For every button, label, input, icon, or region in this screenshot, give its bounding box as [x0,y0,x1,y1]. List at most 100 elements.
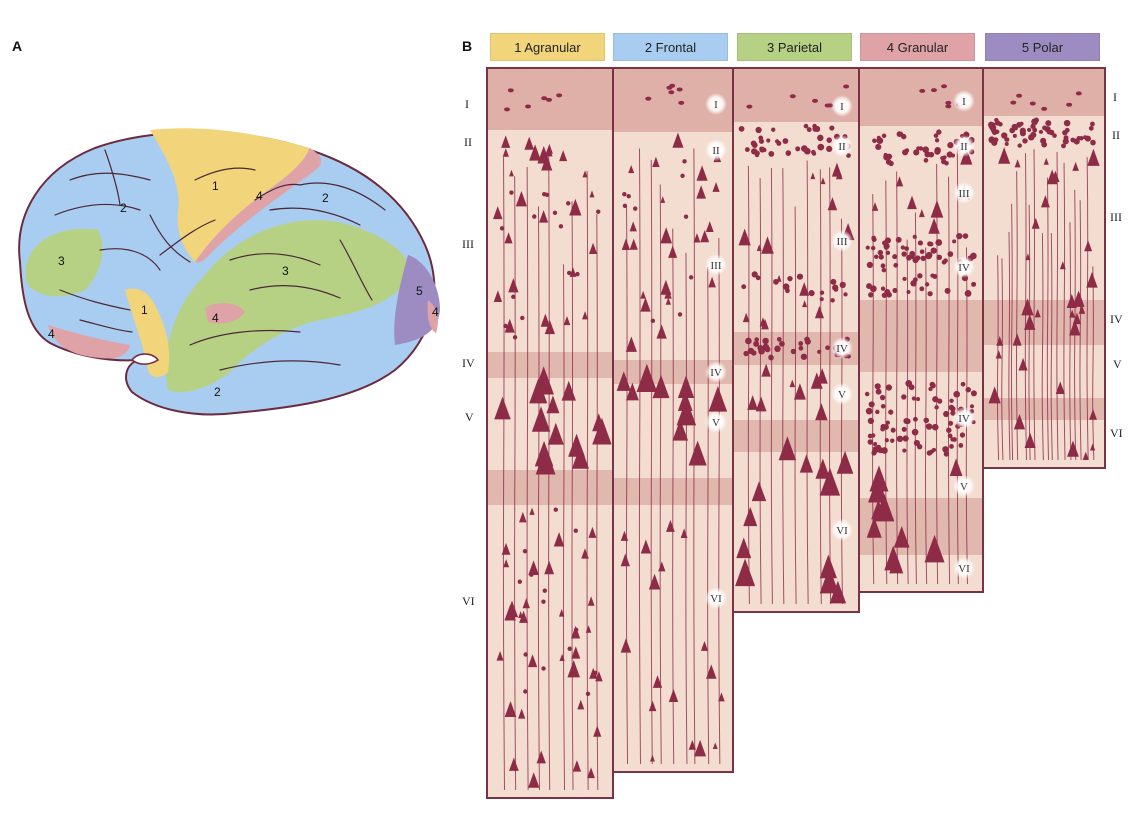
pyramidal-cell [524,136,535,150]
pyramidal-cell [519,511,527,523]
pyramidal-cell [540,313,551,327]
granule-cell [901,426,907,432]
pyramidal-cell [587,767,595,779]
pyramidal-cell [559,653,565,661]
granule-cell [880,426,886,432]
granule-cell [890,438,895,443]
pyramidal-cell [1031,217,1040,229]
pyramidal-cell [816,368,828,384]
pyramidal-cell [496,650,504,661]
pyramidal-cell [588,242,598,254]
pyramidal-cell [866,517,882,538]
granule-cell [819,290,825,295]
left-layer-iv: IV [462,356,475,370]
granular-label-v: V [960,481,968,493]
pyramidal-cell [874,493,895,522]
pyramidal-cell [815,458,831,479]
granule-cell [864,391,870,397]
pyramidal-cell [593,725,602,737]
pyramidal-cell [592,413,606,432]
cell-dot [678,100,685,105]
granule-cell [866,283,873,290]
fiber [1063,162,1066,461]
pyramidal-cell [718,692,725,702]
granule-cell [962,233,969,239]
pyramidal-cell [1024,432,1036,448]
cell-dot [626,194,631,199]
fiber [650,159,653,765]
fiber [672,228,675,765]
right-layer-iv: IV [1110,312,1123,326]
granule-cell [1044,126,1051,133]
granule-cell [753,340,760,347]
pyramidal-cell [778,436,797,461]
granule-cell [959,432,966,438]
granule-cell [776,140,782,146]
granule-cell [755,126,762,134]
cell-dot [645,96,652,101]
granule-cell [830,298,835,303]
granule-cell [750,140,757,147]
granule-cell [874,254,879,259]
pyramidal-cell [895,176,904,187]
pyramidal-cell [802,300,808,308]
fiber [548,154,551,791]
pyramidal-cell [504,232,513,244]
pyramidal-cell [589,190,595,198]
pyramidal-cell [819,566,839,594]
granule-cell [768,355,774,361]
granule-cell [924,282,930,287]
granule-cell [925,252,932,260]
cell-dot [633,206,638,211]
granule-cell [960,381,966,387]
granule-cell [798,345,804,351]
pyramidal-cell [640,290,646,299]
cell-dot [558,224,564,229]
brain-label-4a: 4 [256,189,263,203]
pyramidal-cell [503,559,510,568]
granule-cell [880,286,886,291]
pyramidal-cell [827,197,838,211]
granule-cell [937,398,943,404]
cell-dot [585,691,591,697]
granule-cell [782,283,790,291]
cell-dot [941,84,948,89]
pyramidal-cell [501,135,511,148]
brain-label-5: 5 [416,284,423,298]
granule-cell [882,240,888,246]
pyramidal-cell [672,419,689,441]
pyramidal-cell [493,290,503,302]
pyramidal-cell [660,196,666,203]
fiber [819,169,822,605]
granule-cell [1090,139,1095,145]
granule-cell [934,405,939,410]
granule-cell [944,287,951,294]
fiber [659,184,662,765]
granule-cell [751,271,758,278]
right-layer-vi: VI [1110,426,1123,440]
granule-cell [1009,127,1016,134]
pyramidal-cell [820,177,826,185]
granule-cell [1090,121,1095,127]
granule-cell [741,284,747,290]
pyramidal-cell [515,191,527,207]
granule-cell [904,246,909,251]
pyramidal-cell [668,688,679,702]
granule-cell [946,427,952,433]
granule-cell [782,138,789,144]
granule-cell [935,239,943,246]
cell-dot [622,191,627,197]
fiber [1056,152,1059,461]
fiber [1016,171,1019,461]
granule-cell [970,390,977,397]
granule-cell [906,254,912,261]
pyramidal-cell [529,144,542,161]
pyramidal-cell [868,476,888,503]
cell-dot [520,315,525,321]
granule-cell [970,252,977,260]
pyramidal-cell [558,609,565,617]
pyramidal-cell [628,164,635,174]
fiber [1010,203,1014,461]
pyramidal-cell [996,336,1004,346]
granule-cell [922,146,930,154]
